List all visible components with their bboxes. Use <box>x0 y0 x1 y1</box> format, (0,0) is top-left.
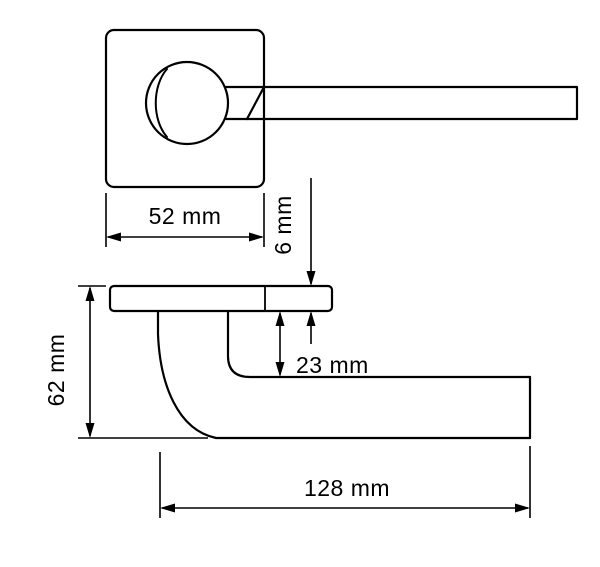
lever-front <box>223 85 579 121</box>
arrowhead-left <box>160 503 175 513</box>
dimension-23mm: 23 mm <box>275 311 369 378</box>
arrowhead-up <box>306 311 316 326</box>
rose-plate-front <box>104 28 266 189</box>
rose-plate-side <box>108 284 334 313</box>
dimension-128mm: 128 mm <box>159 446 531 518</box>
lever-end-cut-line <box>245 85 266 121</box>
handle-collar-circle <box>144 60 230 146</box>
dimension-label-handle-offset: 23 mm <box>296 352 369 378</box>
front-view <box>104 28 579 189</box>
lever-side-profile-bottom <box>156 309 532 440</box>
arrowhead-up <box>275 311 285 326</box>
arrowhead-up <box>85 286 95 301</box>
dimension-label-lever-length: 128 mm <box>304 475 390 501</box>
collar-highlight-arc <box>154 68 168 138</box>
arrowhead-down <box>275 362 285 377</box>
arrowhead-right <box>515 503 530 513</box>
lever-side-profile-top <box>226 309 532 379</box>
side-view <box>108 284 532 440</box>
dimension-62mm: 62 mm <box>43 285 208 439</box>
dimension-52mm: 52 mm <box>105 193 265 247</box>
arrowhead-down <box>306 271 316 286</box>
arrowhead-down <box>85 423 95 438</box>
dimension-label-rose-width: 52 mm <box>149 203 222 229</box>
arrowhead-right <box>249 232 264 242</box>
arrowhead-left <box>106 232 121 242</box>
dimension-label-rose-thickness: 6 mm <box>270 195 296 255</box>
dimension-6mm: 6 mm <box>270 178 316 344</box>
dimension-label-projection: 62 mm <box>43 334 69 407</box>
